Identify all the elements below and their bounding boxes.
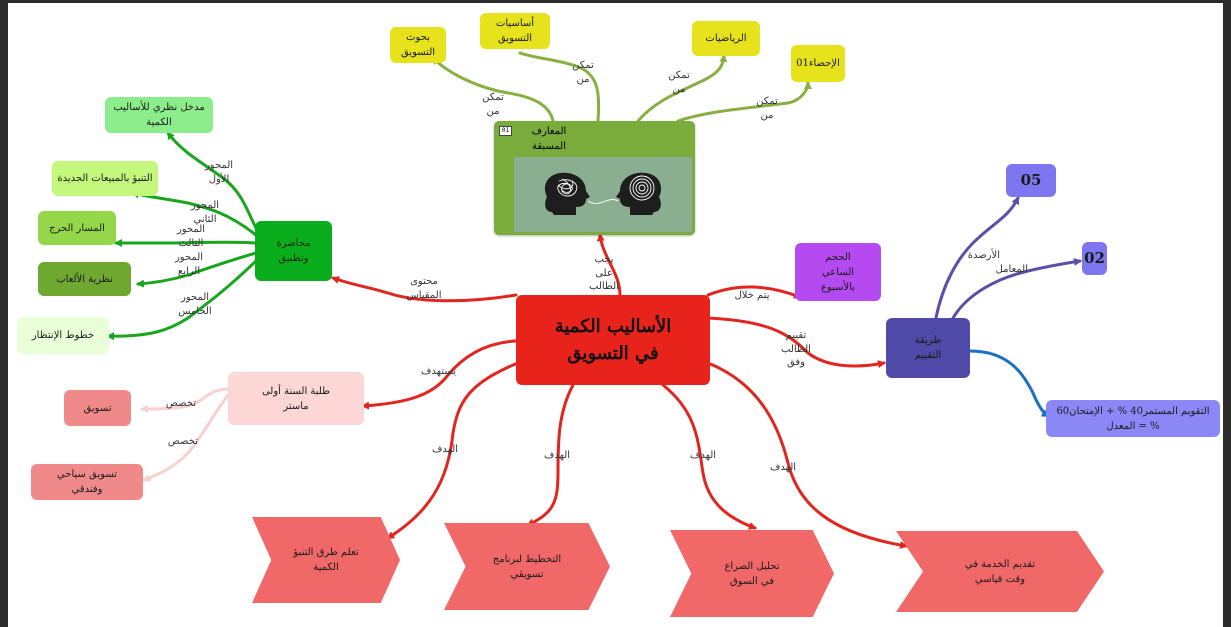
prereq-item-stats[interactable]: الإحصاء01 [791,45,845,82]
grading-formula-node[interactable]: التقويم المستمر40 % + الإمتحان60 % = الم… [1046,400,1220,437]
lecture-link-label: محتوى المقياس [406,276,442,301]
prereq-link-label: يجب على الطالب [589,254,619,292]
central-topic[interactable]: الأساليب الكمية في التسويق [516,295,710,385]
goal-label-2: الهدف [543,450,571,461]
central-line1: الأساليب الكمية [554,316,672,337]
lecture-node[interactable]: محاضرة وتطبيق [255,221,332,281]
audience-link-label: يستهدف [421,366,456,377]
specialty-tourism[interactable]: تسويق سياحي وفندقي [31,464,143,500]
axis-label-4: المحور الرابع [174,252,204,277]
specialty-label-0: تخصص [165,398,196,409]
goal-service[interactable]: تقديم الخدمة في وقت قياسي [896,531,1104,612]
axis-label-1: المحور الأول [204,160,234,185]
goal-conflict[interactable]: تحليل الصراع في السوق [670,530,834,617]
specialty-marketing[interactable]: تسويق [64,390,131,426]
evaluation-link-label: تقييم الطالب وفق [781,330,811,368]
audience-node[interactable]: طلبة السنة أولى ماستر [228,372,364,425]
prereq-label-1: تمكن من [572,60,594,85]
goal-planning[interactable]: التخطيط لبرنامج تسويقي [444,523,610,610]
coefficient-label: المعامل [995,264,1028,275]
credits-node[interactable]: 05 [1006,164,1056,197]
axis-label-2: المحور الثاني [190,200,220,225]
prereq-item-marketing-basics[interactable]: أساسيات التسويق [480,13,550,49]
mindmap-canvas: الأساليب الكمية في التسويق 01 المعارف ال… [8,3,1223,627]
prereq-label-0: تمكن من [482,92,504,117]
goal-label-3: الهدف [689,450,717,461]
prereq-image [514,157,692,232]
credits-label: الأرصدة [967,250,1000,261]
prereq-item-research[interactable]: بحوث التسويق [390,27,446,63]
weekly-hours-node[interactable]: الحجم الساعي بالأسبوع [795,243,881,301]
axis-item-4[interactable]: نظرية الألعاب [38,262,131,296]
evaluation-node[interactable]: طريقة التقييم [886,318,970,378]
axis-item-3[interactable]: المسار الحرج [38,211,116,245]
axis-item-2[interactable]: التنبؤ بالمبيعات الجديدة [52,161,158,196]
prereq-title: المعارف المسبقة [531,126,567,152]
goal-forecasting[interactable]: تعلم طرق التنبؤ الكمية [252,517,400,603]
prereq-frame[interactable]: 01 المعارف المسبقة [494,121,695,235]
axis-label-3: المحور الثالث [176,224,206,249]
goal-label-1: الهدف [431,444,459,455]
axis-item-1[interactable]: مدخل نظري للأساليب الكمية [105,97,213,133]
specialty-label-1: تخصص [167,436,198,447]
connector-lines [106,51,1082,549]
goal-label-4: الهدف [769,462,797,473]
coefficient-node[interactable]: 02 [1082,242,1107,275]
hours-link-label: يتم خلال [734,290,770,301]
central-line2: في التسويق [567,343,659,364]
axis-item-5[interactable]: خطوط الإنتظار [17,317,109,354]
axis-label-5: المحور الخامس [178,292,212,317]
prereq-label-3: تمكن من [756,96,778,121]
two-heads-tangled-thought-icon [544,172,662,215]
prereq-label-2: تمكن من [668,70,690,95]
prereq-item-math[interactable]: الرياضيات [692,21,760,56]
prereq-badge: 01 [499,126,512,136]
